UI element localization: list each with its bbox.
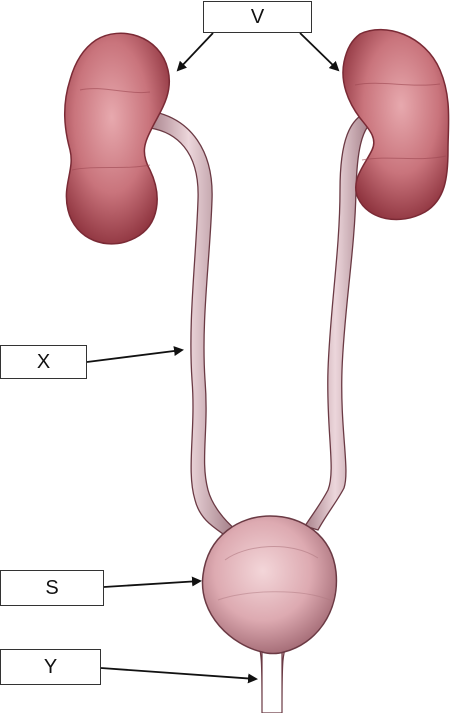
bladder-shading-lower — [217, 591, 331, 601]
arrow-v-right — [299, 32, 340, 72]
left-kidney-shading-lower — [71, 164, 151, 171]
right-kidney-shading-lower — [361, 155, 447, 161]
arrow-v-left — [176, 32, 214, 72]
right-kidney-shading — [354, 82, 441, 86]
left-kidney-shading — [79, 88, 151, 94]
left-kidney — [63, 32, 170, 245]
bladder — [201, 515, 338, 655]
arrow-s — [103, 576, 202, 588]
label-y: Y — [0, 649, 101, 685]
left-ureter — [149, 111, 238, 537]
arrow-y — [100, 667, 258, 684]
label-s: S — [0, 570, 104, 606]
label-x: X — [0, 345, 87, 379]
label-v: V — [203, 1, 312, 33]
bladder-shading — [224, 545, 319, 561]
arrow-x — [86, 346, 184, 363]
right-kidney — [342, 28, 450, 221]
